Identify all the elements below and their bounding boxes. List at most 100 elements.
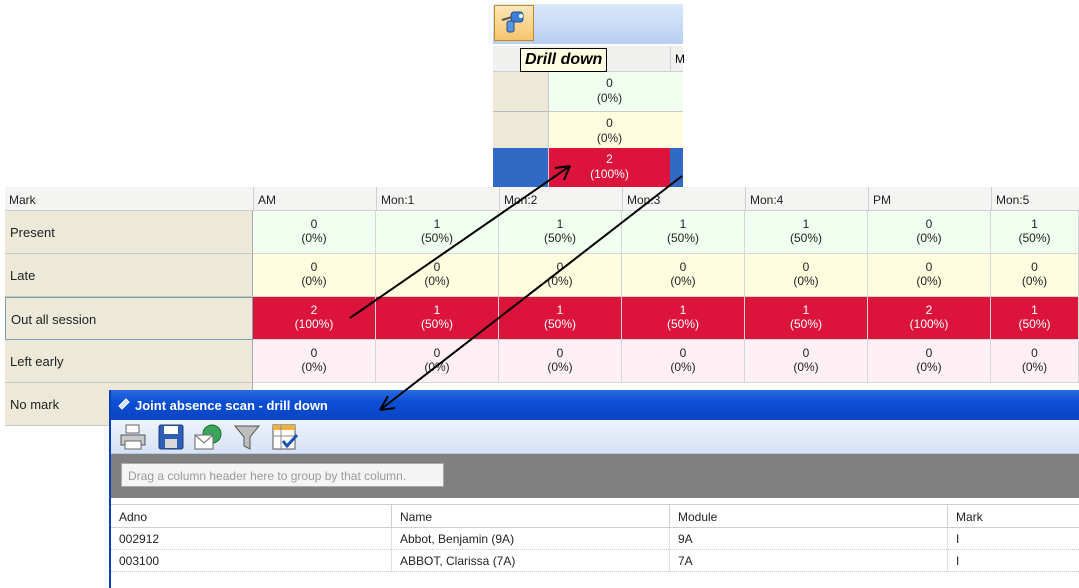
inset-row: 0 (0%) [493, 112, 683, 152]
cell-count: 0 [606, 76, 613, 90]
grid-cell[interactable]: 2(100%) [253, 297, 376, 340]
cell-percent: (0%) [1021, 274, 1048, 288]
grid-cell[interactable]: 0(0%) [253, 340, 376, 383]
cell-percent: (0%) [670, 274, 696, 288]
grid-cell[interactable]: 0(0%) [745, 254, 868, 297]
cell-count: 0 [925, 346, 933, 360]
cell-count: 0 [310, 260, 318, 274]
inset-cell[interactable]: 0 (0%) [548, 112, 670, 152]
cell-count: 0 [310, 346, 318, 360]
grid-cell[interactable]: 0(0%) [376, 340, 499, 383]
email-button[interactable] [193, 422, 225, 452]
cell-percent: (50%) [666, 231, 699, 245]
cell-percent: (50%) [789, 317, 822, 331]
cell-percent: (100%) [909, 317, 949, 331]
window-toolbar [111, 420, 1079, 454]
group-by-hint: Drag a column header here to group by th… [121, 463, 444, 487]
grid-cell[interactable]: 0(0%) [376, 254, 499, 297]
grid-cell[interactable]: 0(0%) [868, 211, 991, 254]
cell-count: 0 [679, 346, 687, 360]
inset-cell[interactable]: 0 (0%) [548, 72, 670, 112]
column-chooser-icon [272, 424, 299, 450]
cell-module: 9A [669, 528, 947, 550]
grid-cell[interactable]: 1(50%) [745, 297, 868, 340]
save-button[interactable] [155, 422, 187, 452]
filter-button[interactable] [231, 422, 263, 452]
inset-row-label [493, 72, 548, 112]
cell-percent: (0%) [916, 274, 942, 288]
grid-cell[interactable]: 1(50%) [622, 297, 745, 340]
cell-count: 0 [1031, 260, 1038, 274]
drill-down-window: Joint absence scan - drill down [109, 390, 1079, 588]
grid-cell[interactable]: 0(0%) [745, 340, 868, 383]
group-by-area[interactable]: Drag a column header here to group by th… [111, 454, 1079, 498]
grid-cell[interactable]: 0(0%) [253, 211, 376, 254]
grid-cell[interactable]: 1(50%) [745, 211, 868, 254]
grid-cell[interactable]: 0(0%) [868, 340, 991, 383]
save-icon [158, 424, 184, 450]
inset-toolbar [493, 4, 683, 44]
cell-count: 1 [556, 217, 564, 231]
grid-cell[interactable]: 0(0%) [868, 254, 991, 297]
cell-percent: (0%) [301, 274, 327, 288]
table-row[interactable]: 003100 ABBOT, Clarissa (7A) 7A I [111, 550, 1079, 572]
grid-cell[interactable]: 1(50%) [991, 211, 1079, 254]
drill-down-button[interactable] [494, 5, 534, 41]
cell-percent: (50%) [543, 317, 576, 331]
cell-percent: (0%) [1021, 360, 1048, 374]
cell-count: 1 [679, 303, 687, 317]
cell-count: 2 [310, 303, 318, 317]
column-header-module[interactable]: Module [669, 505, 947, 528]
cell-percent: (0%) [301, 360, 327, 374]
column-header-mon1[interactable]: Mon:1 [376, 187, 499, 211]
cell-percent: (50%) [1018, 231, 1051, 245]
window-titlebar[interactable]: Joint absence scan - drill down [111, 390, 1079, 420]
grid-cell[interactable]: 0(0%) [253, 254, 376, 297]
column-header-adno[interactable]: Adno [119, 510, 148, 524]
window-title: Joint absence scan - drill down [135, 398, 328, 413]
column-chooser-button[interactable] [269, 422, 301, 452]
grid-cell[interactable]: 1(50%) [622, 211, 745, 254]
column-header-name[interactable]: Name [391, 505, 669, 528]
grid-cell[interactable]: 0(0%) [499, 254, 622, 297]
grid-cell[interactable]: 0(0%) [622, 254, 745, 297]
column-header-mon4[interactable]: Mon:4 [745, 187, 868, 211]
column-header-mark[interactable]: Mark [9, 193, 36, 207]
column-header-mark[interactable]: Mark [947, 505, 1079, 528]
row-label: Late [5, 254, 253, 297]
inset-row-label [493, 112, 548, 152]
column-header-mon2[interactable]: Mon:2 [499, 187, 622, 211]
grid-cell[interactable]: 0(0%) [991, 340, 1079, 383]
column-header-mon5[interactable]: Mon:5 [991, 187, 1079, 211]
cell-count: 1 [679, 217, 687, 231]
grid-cell[interactable]: 1(50%) [499, 211, 622, 254]
email-icon [194, 424, 222, 450]
table-row[interactable]: 002912 Abbot, Benjamin (9A) 9A I [111, 528, 1079, 550]
grid-cell[interactable]: 1(50%) [499, 297, 622, 340]
inset-row-label [493, 148, 548, 188]
column-header-am[interactable]: AM [253, 187, 376, 211]
cell-count: 1 [433, 217, 441, 231]
grid-cell[interactable]: 1(50%) [376, 211, 499, 254]
drill-icon [501, 11, 524, 33]
grid-cell[interactable]: 0(0%) [622, 340, 745, 383]
column-header-pm[interactable]: PM [868, 187, 991, 211]
grid-cell[interactable]: 0(0%) [499, 340, 622, 383]
inset-cell-selected[interactable]: 2 (100%) [548, 148, 670, 188]
grid-cell[interactable]: 0(0%) [991, 254, 1079, 297]
print-button[interactable] [117, 422, 149, 452]
cell-percent: (0%) [596, 131, 623, 145]
column-header-mon3[interactable]: Mon:3 [622, 187, 745, 211]
grid-cell[interactable]: 2(100%) [868, 297, 991, 340]
grid-cell[interactable]: 1(50%) [991, 297, 1079, 340]
cell-name: Abbot, Benjamin (9A) [391, 528, 669, 550]
inset-header-edge: M [670, 46, 685, 72]
window-icon [118, 398, 130, 410]
grid-cell[interactable]: 1(50%) [376, 297, 499, 340]
inset-cell-edge [670, 72, 683, 112]
cell-count: 0 [310, 217, 318, 231]
